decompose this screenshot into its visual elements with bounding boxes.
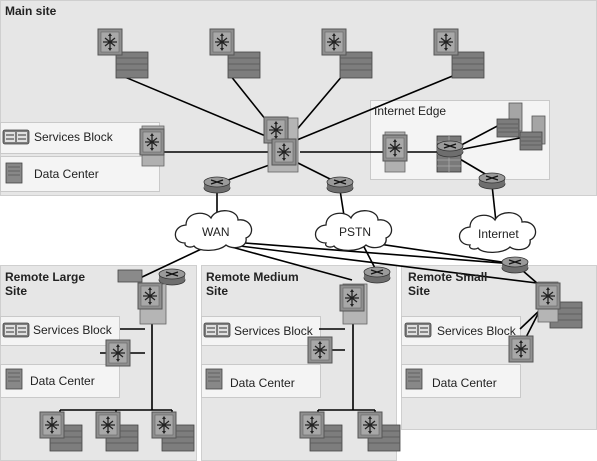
main-data-center-box (0, 156, 160, 192)
main-site-title: Main site (5, 4, 57, 18)
main-building-block-2 (209, 28, 261, 79)
remote-medium-title-line1: Remote Medium (206, 270, 299, 284)
large-access-switch-icon (105, 339, 131, 367)
remote-medium-title-line2: Site (206, 284, 229, 298)
large-distribution-switch (137, 282, 167, 325)
main-building-block-1 (97, 28, 149, 79)
remote-large-title-line2: Site (5, 284, 28, 298)
medium-data-center-label: Data Center (230, 376, 295, 390)
large-building-block-1 (39, 411, 83, 452)
large-building-block-2 (95, 411, 139, 452)
pstn-cloud (314, 210, 393, 252)
remote-small-title-line2: Site (408, 284, 431, 298)
small-access-switch-icon (508, 335, 534, 363)
internet-cloud (458, 212, 537, 254)
small-data-center-label: Data Center (432, 376, 497, 390)
wan-label: WAN (202, 225, 230, 239)
wan-cloud (174, 210, 253, 252)
main-data-center-icon (5, 162, 23, 184)
edge-server-2-icon (519, 115, 546, 151)
medium-building-block-2 (357, 411, 401, 452)
medium-access-switch-icon (307, 336, 333, 364)
firewall-icon (436, 135, 464, 173)
medium-building-block-1 (299, 411, 343, 452)
remote-medium-title: Remote Medium Site (206, 270, 299, 298)
edge-server-1-icon (496, 102, 523, 138)
small-router-icon (501, 256, 529, 274)
medium-services-block-icon (203, 322, 231, 338)
large-services-block-icon (2, 322, 30, 338)
small-data-center-icon (405, 368, 423, 390)
main-services-block-label: Services Block (34, 130, 113, 144)
remote-small-site-panel (401, 265, 597, 430)
small-services-block-icon (404, 322, 432, 338)
medium-router-icon (363, 266, 391, 284)
large-services-block-label: Services Block (33, 323, 112, 337)
medium-distribution-switch (339, 283, 368, 325)
remote-large-title-line1: Remote Large (5, 270, 86, 284)
internet-router-icon (478, 172, 506, 190)
pstn-label: PSTN (339, 225, 371, 239)
main-data-center-label: Data Center (34, 167, 99, 181)
remote-large-title: Remote Large Site (5, 270, 85, 298)
large-building-block-3 (151, 411, 195, 452)
remote-small-title-line1: Remote Small (408, 270, 488, 284)
large-edge-devices (117, 268, 186, 286)
main-building-block-4 (433, 28, 485, 79)
small-distribution-switch (535, 281, 583, 329)
pstn-router-icon (326, 176, 354, 194)
remote-small-title: Remote Small Site (408, 270, 487, 298)
core-switch-stack (263, 116, 299, 173)
main-services-block-icon (2, 129, 30, 145)
large-data-center-icon (5, 368, 23, 390)
small-services-block-label: Services Block (437, 324, 516, 338)
internet-label: Internet (478, 227, 519, 241)
medium-services-block-label: Services Block (234, 324, 313, 338)
large-data-center-label: Data Center (30, 374, 95, 388)
wan-router-icon (203, 176, 231, 194)
main-services-switch (139, 125, 165, 167)
medium-data-center-icon (205, 368, 223, 390)
internet-edge-label: Internet Edge (374, 104, 447, 118)
main-building-block-3 (321, 28, 373, 79)
internet-edge-switch (382, 131, 408, 173)
